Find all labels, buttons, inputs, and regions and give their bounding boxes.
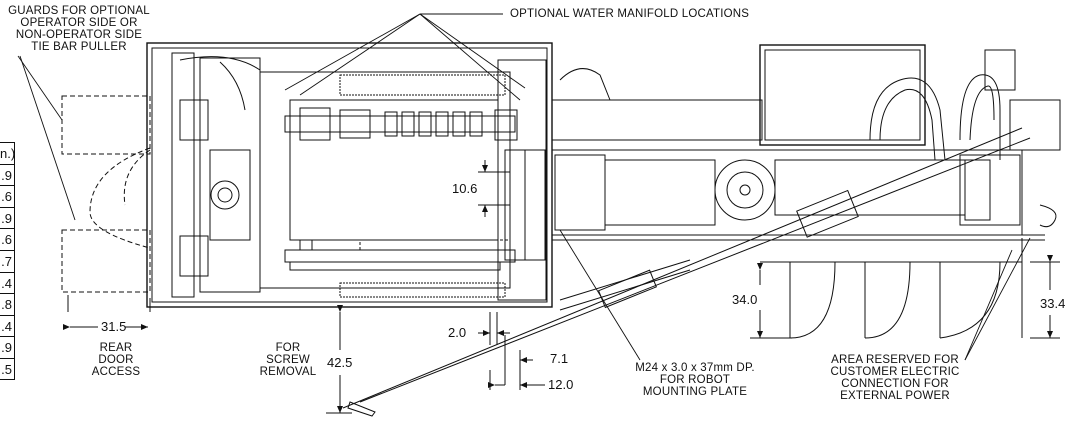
injection-unit	[551, 44, 1061, 241]
area-reserved-label: AREA RESERVED FOR CUSTOMER ELECTRIC CONN…	[820, 354, 970, 402]
dim-33-4: 33.4	[1040, 296, 1066, 311]
hoses	[179, 56, 1001, 161]
lower-tie-bar	[284, 239, 516, 271]
guards-line-2: OPERATOR SIDE OR	[20, 17, 138, 29]
water-manifold-label: OPTIONAL WATER MANIFOLD LOCATIONS	[510, 8, 750, 20]
moving-platen	[497, 59, 547, 301]
leader-lines	[17, 13, 1031, 361]
area-reserved-line-3: CONNECTION FOR	[841, 378, 949, 390]
side-table: n.) .9 .6 .9 .6 .7 .4 .8 .4 .9 .5	[0, 142, 15, 380]
side-table-cell: .6	[0, 185, 15, 207]
side-table-cell: .7	[0, 249, 15, 272]
side-table-cell: .4	[0, 314, 15, 337]
reserved-area	[760, 238, 1023, 339]
dim-12-0: 12.0	[548, 377, 574, 392]
robot-arm	[342, 127, 1031, 417]
area-reserved-line-4: EXTERNAL POWER	[840, 390, 950, 402]
dim-34-0: 34.0	[732, 292, 758, 307]
screw-removal-line-2: SCREW	[266, 354, 310, 366]
screw-removal-line-3: REMOVAL	[259, 366, 317, 378]
dim-10-6: 10.6	[452, 181, 478, 196]
side-table-cell: .6	[0, 228, 15, 250]
area-reserved-line-1: AREA RESERVED FOR	[831, 354, 959, 366]
guard-outlines	[61, 95, 151, 293]
side-table-cell: .9	[0, 206, 15, 229]
side-table-cell: .9	[0, 163, 15, 186]
dim-2-0: 2.0	[448, 325, 467, 340]
rear-door-line-1: REAR	[99, 342, 133, 354]
top-tie-bar	[284, 107, 516, 141]
guards-line-3: NON-OPERATOR SIDE	[15, 29, 143, 41]
rear-door-line-2: DOOR	[98, 354, 134, 366]
side-table-cell: .4	[0, 271, 15, 294]
dim-31-5: 31.5	[101, 319, 127, 334]
side-table-header: n.)	[0, 142, 15, 164]
screw-removal-label: FOR SCREW REMOVAL	[248, 342, 328, 378]
rear-door-line-3: ACCESS	[91, 366, 141, 378]
dim-7-1: 7.1	[550, 351, 569, 366]
robot-mount-line-1: M24 x 3.0 x 37mm DP.	[635, 362, 755, 374]
screw-removal-line-1: FOR	[275, 342, 301, 354]
robot-mount-line-2: FOR ROBOT	[659, 374, 731, 386]
rear-door-label: REAR DOOR ACCESS	[86, 342, 146, 378]
guards-line-1: GUARDS FOR OPTIONAL	[8, 5, 150, 17]
area-reserved-line-2: CUSTOMER ELECTRIC	[830, 366, 960, 378]
robot-mount-line-3: MOUNTING PLATE	[642, 386, 748, 398]
dim-42-5: 42.5	[327, 355, 353, 370]
guards-line-4: TIE BAR PULLER	[31, 41, 127, 53]
dimension-lines	[63, 160, 1060, 414]
clamp-frame	[146, 42, 553, 308]
side-table-cell: .8	[0, 293, 15, 315]
side-table-cell: .5	[0, 357, 15, 380]
side-table-cell: .9	[0, 336, 15, 358]
robot-mount-label: M24 x 3.0 x 37mm DP. FOR ROBOT MOUNTING …	[620, 362, 770, 398]
guards-label: GUARDS FOR OPTIONAL OPERATOR SIDE OR NON…	[4, 5, 154, 53]
